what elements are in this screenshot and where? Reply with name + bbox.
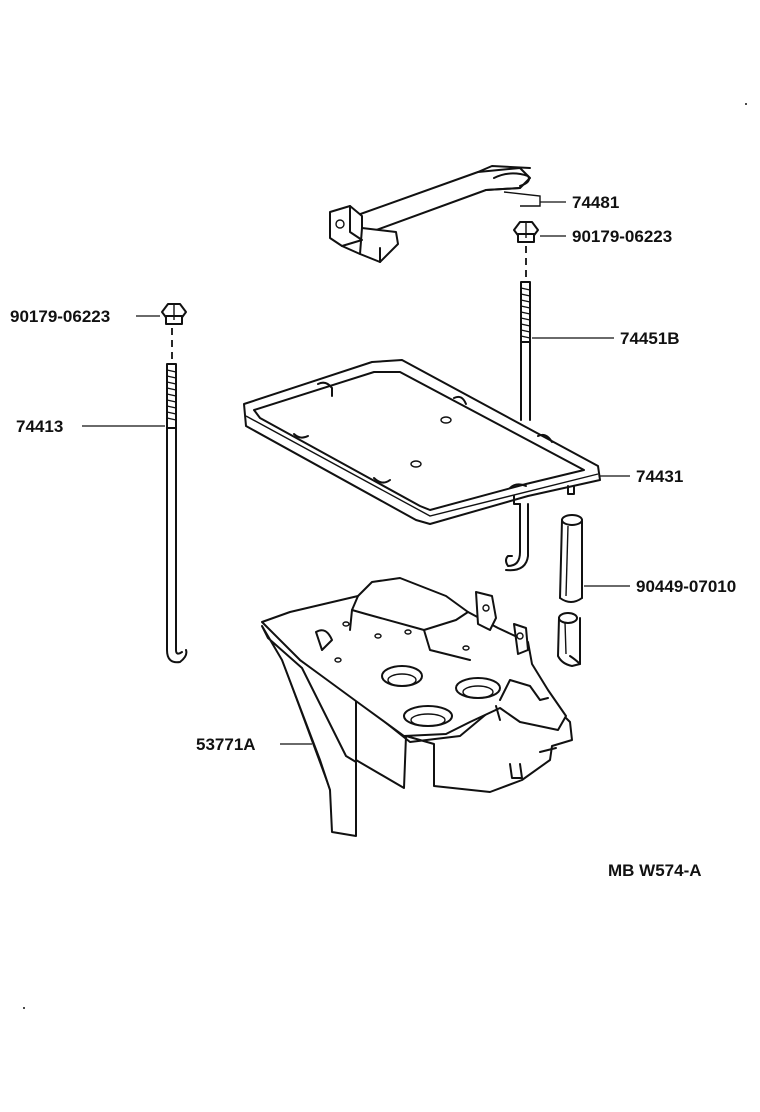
label-90449-07010: 90449-07010: [636, 577, 736, 596]
battery-tray-frame: [243, 359, 601, 525]
label-74413: 74413: [16, 417, 63, 436]
label-74481: 74481: [572, 193, 619, 212]
label-74451B: 74451B: [620, 329, 680, 348]
hex-nut-icon: [513, 221, 539, 243]
label-74431: 74431: [636, 467, 683, 486]
hex-nut-icon: [161, 303, 187, 325]
hold-rod-right: [505, 281, 531, 572]
label-53771A: 53771A: [196, 735, 256, 754]
scan-dot: [23, 1007, 25, 1009]
diagram-reference-code: MB W574-A: [608, 861, 702, 880]
hold-rod-left: [166, 363, 188, 664]
battery-carrier-base: [261, 577, 573, 837]
battery-clamp-bracket: [329, 165, 541, 263]
label-90179-06223-right: 90179-06223: [572, 227, 672, 246]
drain-hose: [557, 514, 583, 667]
scan-dot: [745, 103, 747, 105]
label-90179-06223-left: 90179-06223: [10, 307, 110, 326]
